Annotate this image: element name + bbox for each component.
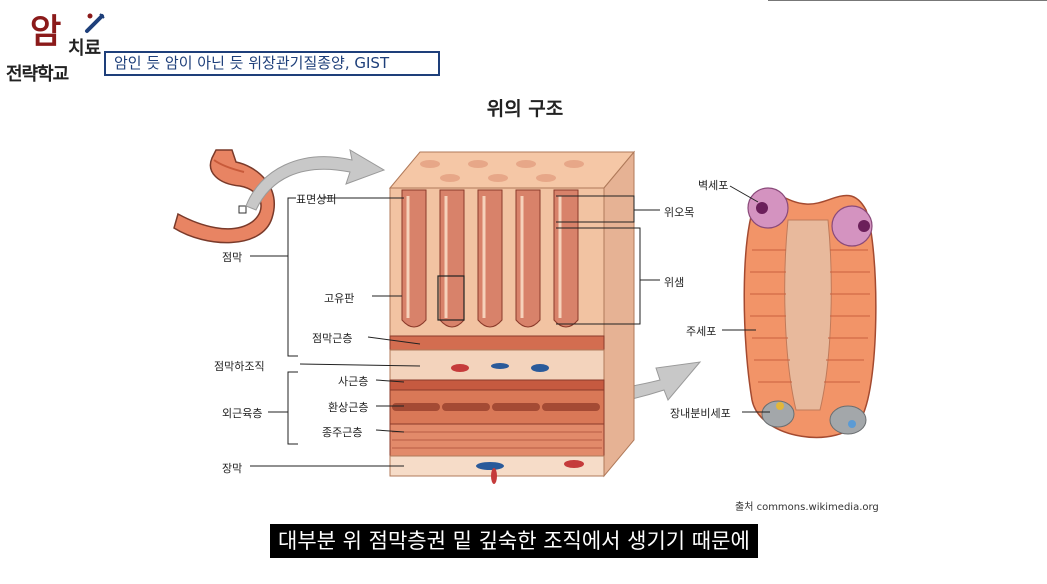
figure-title: 위의 구조 bbox=[486, 98, 564, 120]
leader-lines bbox=[250, 185, 770, 467]
arrow-to-block bbox=[245, 149, 386, 211]
logo-big-char: 암 bbox=[30, 12, 62, 52]
label-lamina-propria: 고유판 bbox=[324, 292, 355, 305]
label-chief-cell: 주세포 bbox=[686, 325, 717, 338]
label-longitudinal-muscle: 종주근층 bbox=[322, 426, 363, 439]
label-circular-muscle: 환상근층 bbox=[328, 401, 369, 414]
tissue-block bbox=[388, 150, 636, 484]
label-gastric-pit: 위오목 bbox=[664, 206, 695, 219]
label-muscularis-mucosae: 점막근층 bbox=[312, 332, 353, 345]
label-enteroendocrine-cell: 장내분비세포 bbox=[670, 407, 731, 420]
logo-line1: 치료 bbox=[68, 38, 102, 59]
gastric-gland-detail bbox=[743, 187, 877, 439]
video-subtitle-caption: 대부분 위 점막층권 밑 깊숙한 조직에서 생기기 때문에 bbox=[270, 524, 758, 558]
logo: 암 치료 전략학교 bbox=[6, 12, 106, 85]
top-divider-line bbox=[768, 0, 1047, 1]
image-source-credit: 출처 commons.wikimedia.org bbox=[735, 502, 879, 513]
label-serosa: 장막 bbox=[222, 462, 243, 475]
syringe-icon bbox=[85, 13, 105, 33]
label-oblique-muscle: 사근층 bbox=[338, 375, 369, 388]
label-muscularis-externa: 외근육층 bbox=[222, 407, 263, 420]
subtitle-banner: 암인 듯 암이 아닌 듯 위장관기질종양, GIST bbox=[104, 51, 440, 76]
logo-line2: 전략학교 bbox=[6, 64, 69, 85]
label-gastric-gland: 위샘 bbox=[664, 276, 685, 289]
label-submucosa: 점막하조직 bbox=[214, 360, 265, 373]
label-mucosa: 점막 bbox=[222, 251, 243, 264]
label-parietal-cell: 벽세포 bbox=[698, 179, 729, 192]
label-surface-epithelium: 표면상피 bbox=[296, 193, 337, 206]
